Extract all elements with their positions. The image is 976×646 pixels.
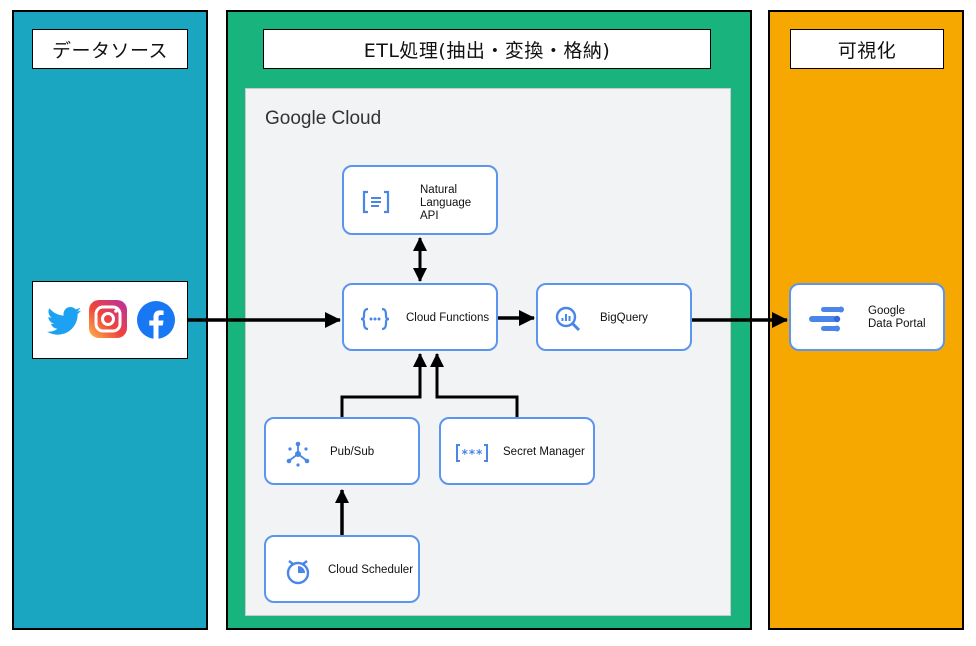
data-portal-node[interactable]: Google Data Portal <box>789 283 945 351</box>
cloud-scheduler-node[interactable]: Cloud Scheduler <box>264 535 420 603</box>
instagram-icon <box>89 300 127 338</box>
natural-language-api-icon <box>362 190 390 214</box>
lane-title-etl: ETL処理(抽出・変換・格納) <box>263 29 711 69</box>
natural-language-api-label: Natural Language API <box>420 184 472 222</box>
lane-title-data-source: データソース <box>32 29 188 69</box>
facebook-icon <box>137 301 175 339</box>
cloud-scheduler-label: Cloud Scheduler <box>328 564 414 576</box>
lane-title-visualization: 可視化 <box>790 29 944 69</box>
bigquery-label: BigQuery <box>600 312 648 324</box>
pubsub-node[interactable]: Pub/Sub <box>264 417 420 485</box>
secret-manager-icon: *** <box>456 444 488 462</box>
natural-language-api-node[interactable]: Natural Language API <box>342 165 498 235</box>
data-portal-icon <box>809 306 844 332</box>
twitter-icon <box>47 307 81 335</box>
social-sources-box <box>32 281 188 359</box>
pubsub-icon <box>286 441 310 467</box>
bigquery-node[interactable]: BigQuery <box>536 283 692 351</box>
cloud-functions-label: Cloud Functions <box>406 312 490 324</box>
secret-manager-label: Secret Manager <box>503 446 585 458</box>
cloud-scheduler-icon <box>286 560 310 585</box>
data-portal-label: Google Data Portal <box>868 305 926 330</box>
secret-manager-node[interactable]: *** Secret Manager <box>439 417 595 485</box>
svg-text:***: *** <box>461 447 483 461</box>
cloud-functions-icon <box>360 307 390 331</box>
google-cloud-label: Google Cloud <box>265 108 382 129</box>
bigquery-icon <box>555 306 581 332</box>
cloud-functions-node[interactable]: Cloud Functions <box>342 283 498 351</box>
pubsub-label: Pub/Sub <box>330 446 375 458</box>
